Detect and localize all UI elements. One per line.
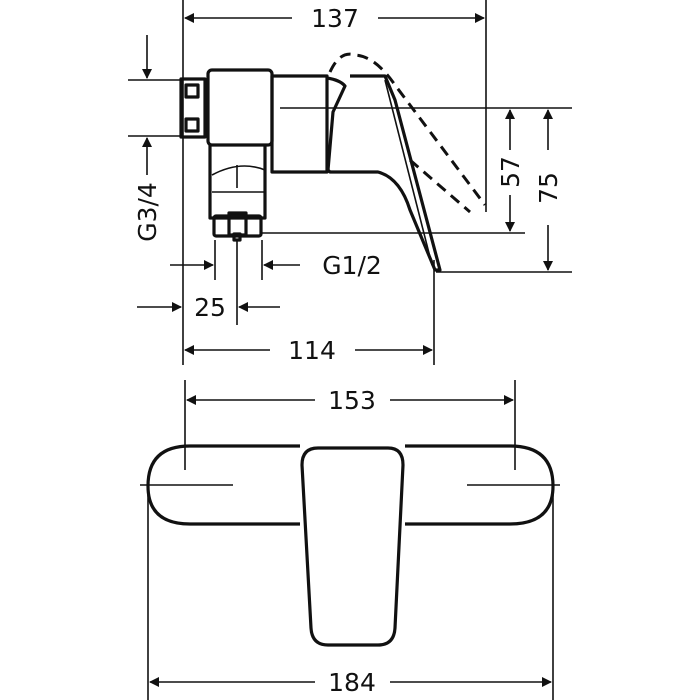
dim-184-label: 184 [328, 668, 376, 697]
front-lever [300, 446, 405, 647]
lever [326, 74, 442, 272]
dim-75-label: 75 [534, 172, 563, 204]
dim-114-label: 114 [288, 336, 336, 365]
lower-body [208, 145, 267, 220]
lever-open-position [328, 52, 487, 206]
dim-g34-label: G3/4 [133, 182, 162, 242]
outlet-nut [212, 211, 263, 242]
extension-lines [128, 0, 572, 700]
inlet-nut [179, 77, 207, 139]
dim-153-label: 153 [328, 386, 376, 415]
body-neck [270, 74, 329, 174]
dimension-lines [137, 13, 553, 687]
wall-plate [146, 444, 555, 526]
dim-57-label: 57 [496, 156, 525, 188]
side-view [179, 52, 487, 272]
front-view [140, 444, 560, 647]
dim-25-label: 25 [194, 293, 226, 322]
valve-body [206, 68, 274, 147]
dim-g12-label: G1/2 [322, 251, 382, 280]
dim-137-label: 137 [311, 4, 359, 33]
